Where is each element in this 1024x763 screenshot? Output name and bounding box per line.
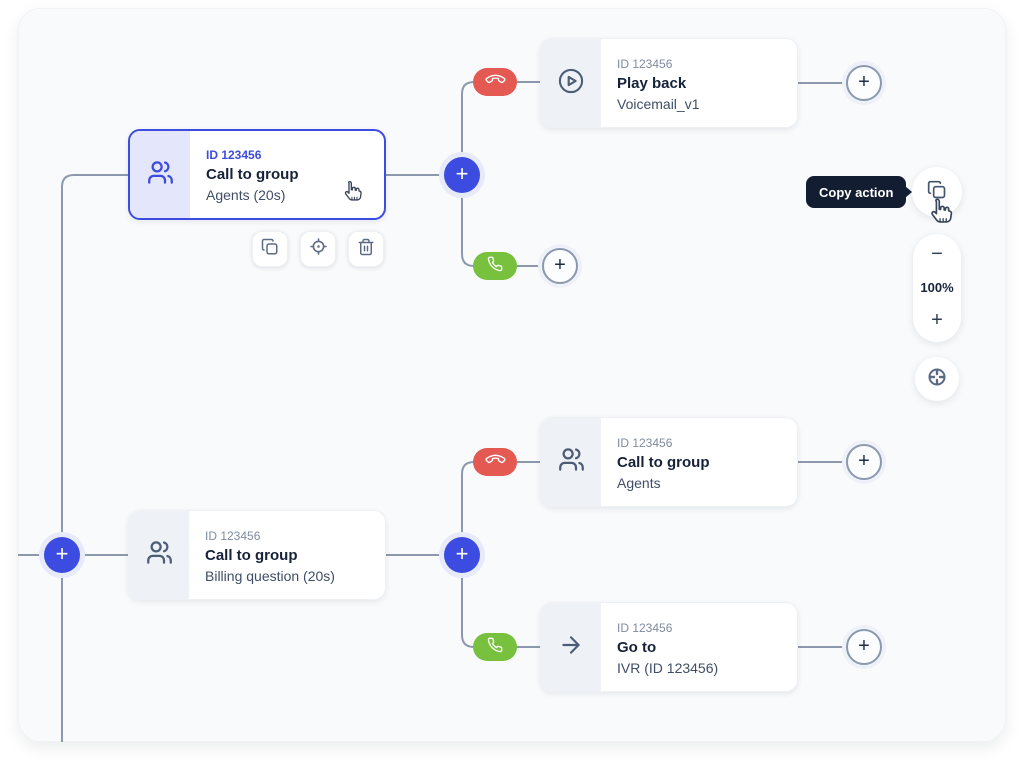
node-icon-panel — [541, 39, 601, 127]
zoom-out-button[interactable]: − — [931, 243, 943, 265]
add-step-button[interactable]: + — [846, 65, 882, 101]
plus-icon: + — [858, 450, 870, 472]
play-circle-icon — [557, 67, 585, 100]
node-subtitle: Agents — [617, 474, 661, 491]
plus-icon: + — [455, 541, 469, 566]
node-body: ID 123456 Go to IVR (ID 123456) — [601, 603, 797, 691]
node-body: ID 123456 Play back Voicemail_v1 — [601, 39, 797, 127]
flow-node-call-to-group-agents[interactable]: ID 123456 Call to group Agents (20s) — [128, 129, 386, 220]
flow-node-go-to-ivr[interactable]: ID 123456 Go to IVR (ID 123456) — [540, 602, 798, 692]
fit-view-icon — [926, 366, 948, 393]
copy-action-button[interactable] — [912, 167, 962, 217]
trash-icon — [357, 238, 375, 261]
node-subtitle: Agents (20s) — [206, 187, 286, 203]
zoom-controls: − 100% + — [913, 234, 961, 342]
target-node-button[interactable] — [300, 231, 336, 267]
users-icon — [147, 159, 174, 191]
plus-icon: + — [554, 254, 566, 276]
node-id: ID 123456 — [206, 148, 262, 162]
add-branch-button[interactable]: + — [444, 157, 480, 193]
delete-node-button[interactable] — [348, 231, 384, 267]
node-title: Call to group — [206, 166, 299, 183]
flow-node-play-back[interactable]: ID 123456 Play back Voicemail_v1 — [540, 38, 798, 128]
flow-node-call-to-group-billing[interactable]: ID 123456 Call to group Billing question… — [128, 510, 386, 600]
zoom-in-button[interactable]: + — [931, 309, 943, 331]
add-step-button[interactable]: + — [542, 248, 578, 284]
branch-answered-badge — [473, 252, 517, 280]
node-id: ID 123456 — [617, 56, 673, 71]
copy-icon — [261, 238, 279, 261]
plus-icon: + — [55, 541, 69, 566]
phone-icon — [487, 637, 503, 658]
node-icon-panel — [129, 511, 189, 599]
node-subtitle: IVR (ID 123456) — [617, 659, 719, 676]
zoom-level: 100% — [920, 279, 954, 295]
users-icon — [146, 539, 173, 571]
branch-hangup-badge — [473, 448, 517, 476]
copy-icon — [927, 180, 947, 205]
tooltip-label: Copy action — [819, 184, 894, 200]
add-branch-button[interactable]: + — [44, 537, 80, 573]
node-toolbar — [252, 231, 384, 267]
branch-hangup-badge — [473, 68, 517, 96]
node-subtitle: Billing question (20s) — [205, 567, 335, 584]
node-title: Play back — [617, 74, 687, 92]
node-icon-panel — [541, 418, 601, 506]
node-icon-panel — [541, 603, 601, 691]
plus-icon: + — [455, 161, 469, 186]
phone-hangup-icon — [484, 451, 506, 473]
node-title: Call to group — [205, 546, 298, 564]
fit-view-button[interactable] — [915, 357, 959, 401]
add-step-button[interactable]: + — [846, 629, 882, 665]
phone-hangup-icon — [484, 71, 506, 93]
node-id: ID 123456 — [617, 435, 673, 450]
node-body: ID 123456 Call to group Agents — [601, 418, 797, 506]
plus-icon: + — [858, 71, 870, 93]
node-id: ID 123456 — [617, 620, 673, 635]
node-title: Call to group — [617, 453, 710, 471]
target-icon — [309, 237, 328, 261]
branch-answered-badge — [473, 633, 517, 661]
node-icon-panel — [130, 131, 190, 218]
node-body: ID 123456 Call to group Billing question… — [189, 511, 385, 599]
flow-node-call-to-group-agents-2[interactable]: ID 123456 Call to group Agents — [540, 417, 798, 507]
users-icon — [558, 446, 585, 478]
arrow-right-icon — [558, 632, 584, 663]
node-body: ID 123456 Call to group Agents (20s) — [190, 131, 384, 218]
copy-action-tooltip: Copy action — [806, 176, 913, 208]
node-id: ID 123456 — [205, 528, 261, 543]
add-branch-button[interactable]: + — [444, 537, 480, 573]
node-subtitle: Voicemail_v1 — [617, 95, 700, 112]
copy-node-button[interactable] — [252, 231, 288, 267]
add-step-button[interactable]: + — [846, 444, 882, 480]
node-title: Go to — [617, 638, 657, 656]
phone-icon — [487, 256, 503, 277]
plus-icon: + — [858, 635, 870, 657]
